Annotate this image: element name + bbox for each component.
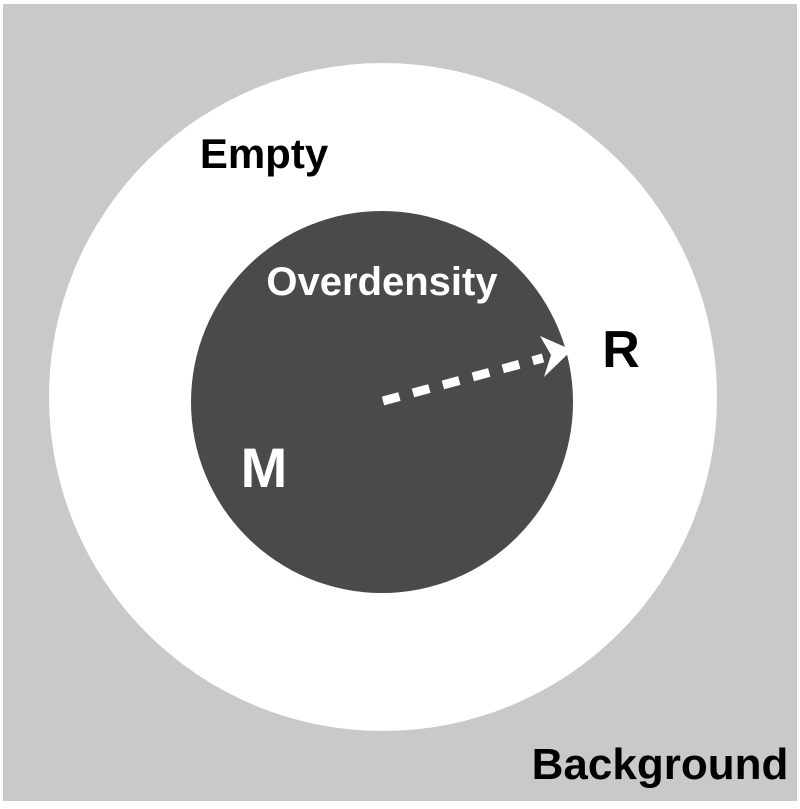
radius-label: R xyxy=(602,321,640,379)
overdensity-region-label: Overdensity xyxy=(266,260,498,304)
background-region-label: Background xyxy=(531,740,789,789)
empty-region-label: Empty xyxy=(199,130,329,177)
mass-label: M xyxy=(240,436,288,499)
